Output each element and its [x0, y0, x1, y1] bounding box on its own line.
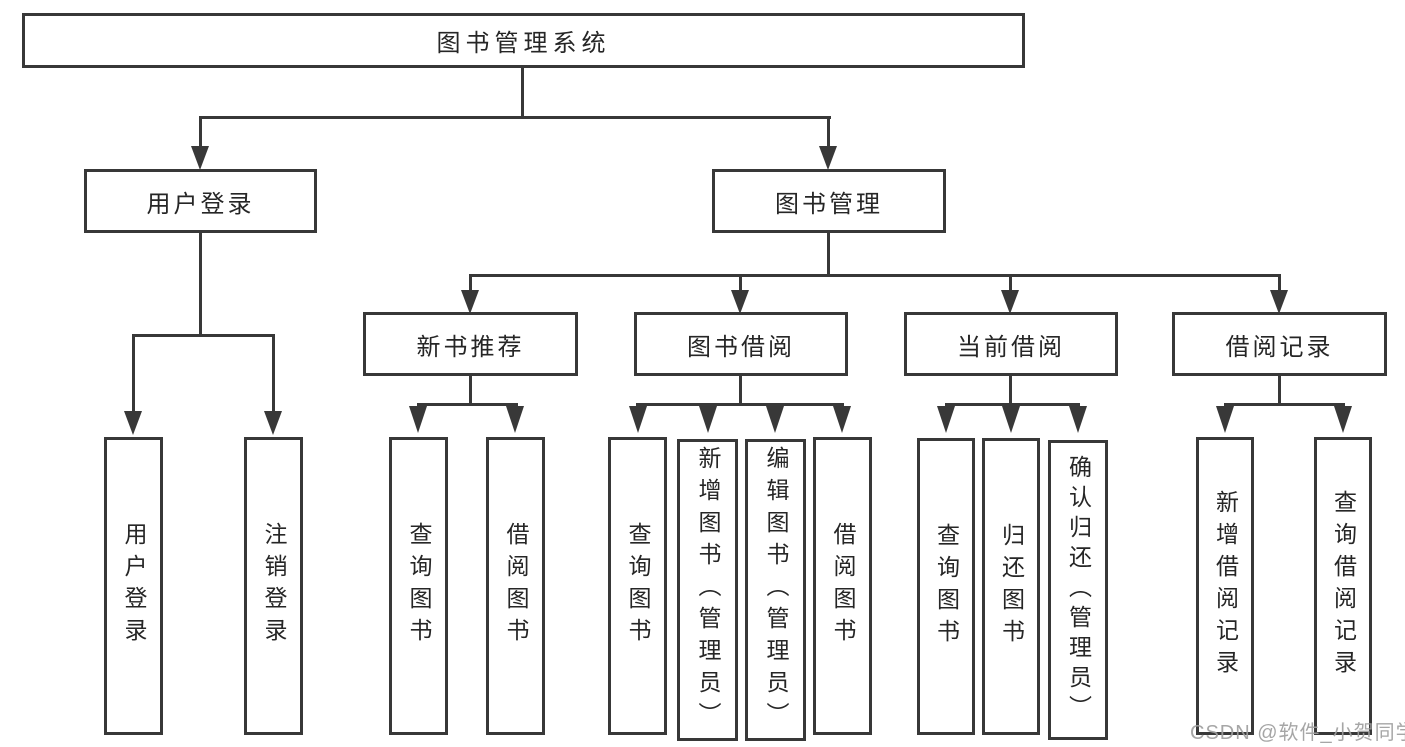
- leaf-cb-confirm-return: 确认归还（管理员）: [1048, 440, 1108, 740]
- leaf-cb-confirm-return-label: 确认归还（管理员）: [1065, 455, 1092, 725]
- leaf-br-query-record-label: 查询借阅记录: [1330, 490, 1357, 682]
- arrow-to-nb-borrow: [506, 406, 524, 433]
- node-borrow-records: 借阅记录: [1172, 312, 1387, 376]
- arrow-to-br-add: [1216, 406, 1234, 433]
- node-borrow-records-label: 借阅记录: [1225, 333, 1334, 361]
- leaf-user-login-label: 用户登录: [121, 522, 147, 650]
- leaf-cb-return-books-label: 归还图书: [998, 522, 1025, 651]
- leaf-cb-return-books: 归还图书: [982, 438, 1040, 735]
- node-library-system-label: 图书管理系统: [436, 30, 611, 57]
- arrow-to-borrowing: [731, 290, 749, 314]
- node-book-borrowing-label: 图书借阅: [687, 333, 795, 361]
- connector-records-stem: [1278, 274, 1281, 292]
- leaf-nb-borrow-books-label: 借阅图书: [503, 522, 529, 650]
- connector-records-down: [1278, 376, 1281, 406]
- connector-level2-rail: [199, 116, 831, 119]
- leaf-nb-query-books: 查询图书: [389, 437, 448, 735]
- connector-user-login-down: [199, 233, 202, 337]
- leaf-bb-query-books-label: 查询图书: [625, 522, 651, 650]
- leaf-user-login: 用户登录: [104, 437, 163, 735]
- node-user-login-label: 用户登录: [146, 190, 255, 218]
- node-new-book-recommend: 新书推荐: [363, 312, 578, 376]
- arrow-to-bb-query: [629, 406, 647, 433]
- node-book-borrowing: 图书借阅: [634, 312, 848, 376]
- connector-user-login-stem: [199, 116, 202, 148]
- leaf-bb-borrow-books-label: 借阅图书: [830, 522, 856, 650]
- leaf-logout: 注销登录: [244, 437, 303, 735]
- arrow-to-login: [124, 411, 142, 435]
- connector-current-down: [1009, 376, 1012, 406]
- node-current-borrowing: 当前借阅: [904, 312, 1118, 376]
- arrow-to-cb-query: [937, 406, 955, 433]
- leaf-logout-label: 注销登录: [261, 522, 287, 650]
- leaf-bb-edit-books-label: 编辑图书（管理员）: [763, 446, 789, 734]
- connector-new-books-rail: [417, 403, 518, 406]
- node-book-management-label: 图书管理: [775, 190, 883, 218]
- leaf-bb-add-books: 新增图书（管理员）: [677, 439, 738, 741]
- leaf-br-add-record-label: 新增借阅记录: [1212, 490, 1239, 682]
- connector-level3-rail: [469, 274, 1281, 277]
- leaf-br-query-record: 查询借阅记录: [1314, 437, 1372, 735]
- arrow-to-new-books: [461, 290, 479, 314]
- node-new-book-recommend-label: 新书推荐: [416, 333, 525, 361]
- arrow-to-cb-confirm: [1069, 406, 1087, 433]
- leaf-bb-query-books: 查询图书: [608, 437, 667, 735]
- connector-book-mgmt-stem: [827, 116, 830, 148]
- connector-borrowing-rail: [636, 403, 844, 406]
- connector-current-stem: [1009, 274, 1012, 292]
- arrow-to-user-login: [191, 146, 209, 170]
- arrow-to-book-mgmt: [819, 146, 837, 170]
- arrow-to-records: [1270, 290, 1288, 314]
- leaf-bb-add-books-label: 新增图书（管理员）: [695, 446, 721, 734]
- leaf-nb-borrow-books: 借阅图书: [486, 437, 545, 735]
- arrow-to-bb-edit: [766, 406, 784, 433]
- arrow-to-bb-add: [699, 406, 717, 433]
- arrow-to-logout: [264, 411, 282, 435]
- csdn-watermark: CSDN @软件_小贺同学: [1190, 722, 1405, 744]
- arrow-to-nb-query: [409, 406, 427, 433]
- leaf-cb-query-books: 查询图书: [917, 438, 975, 735]
- leaf-bb-borrow-books: 借阅图书: [813, 437, 872, 735]
- leaf-nb-query-books-label: 查询图书: [406, 522, 432, 650]
- connector-current-rail: [945, 403, 1080, 406]
- connector-borrowing-down: [739, 376, 742, 406]
- connector-user-login-rail: [132, 334, 275, 337]
- connector-root-stem: [521, 67, 524, 118]
- connector-borrowing-stem: [739, 274, 742, 292]
- connector-login-stem: [132, 334, 135, 412]
- connector-logout-stem: [272, 334, 275, 412]
- leaf-cb-query-books-label: 查询图书: [933, 522, 960, 651]
- node-book-management: 图书管理: [712, 169, 946, 233]
- node-user-login: 用户登录: [84, 169, 317, 233]
- connector-book-mgmt-down: [827, 233, 830, 276]
- connector-records-rail: [1224, 403, 1345, 406]
- connector-new-books-down: [469, 376, 472, 406]
- leaf-br-add-record: 新增借阅记录: [1196, 437, 1254, 735]
- node-library-system: 图书管理系统: [22, 13, 1025, 68]
- arrow-to-bb-borrow: [833, 406, 851, 433]
- leaf-bb-edit-books: 编辑图书（管理员）: [745, 439, 806, 741]
- arrow-to-br-query: [1334, 406, 1352, 433]
- arrow-to-cb-return: [1002, 406, 1020, 433]
- node-current-borrowing-label: 当前借阅: [957, 333, 1065, 361]
- connector-new-books-stem: [469, 274, 472, 292]
- arrow-to-current: [1001, 290, 1019, 314]
